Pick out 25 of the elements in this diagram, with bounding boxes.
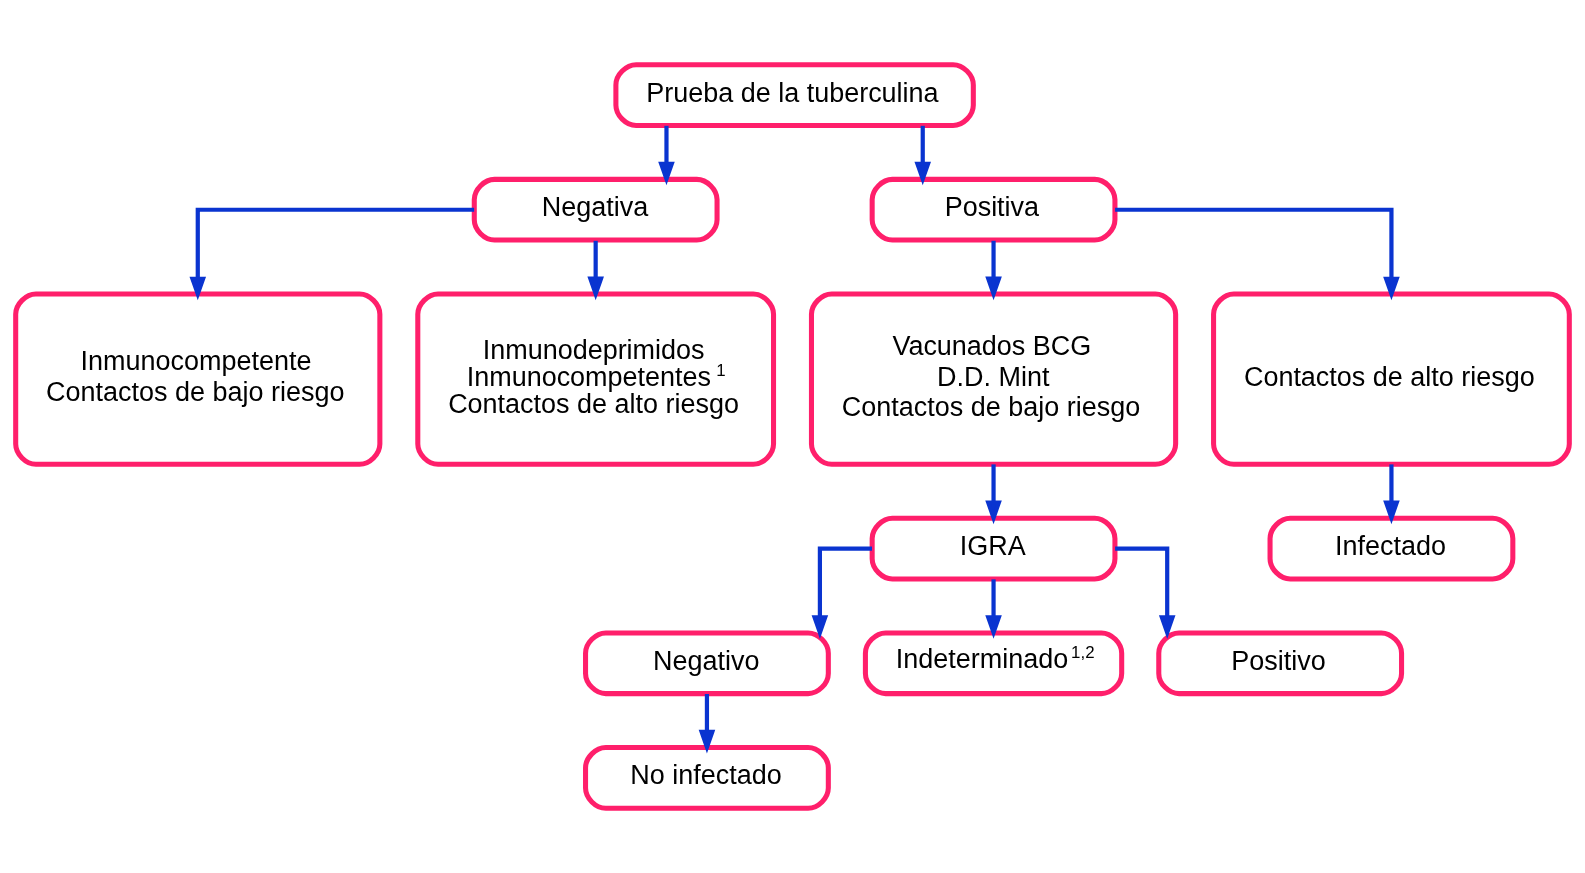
arrow: [985, 240, 1002, 301]
node-box: Infectado: [1267, 515, 1516, 582]
arrow: [1115, 207, 1400, 301]
arrow: [985, 579, 1002, 639]
arrow: [698, 694, 716, 754]
arrow: [1115, 546, 1176, 639]
node-box: Inmunocompetente Contactos de bajo riesgo: [13, 291, 383, 467]
node-box: Prueba de la tuberculina: [613, 62, 976, 128]
node-box: Negativo: [583, 630, 831, 697]
node-box: Inmunodeprimidos Inmunocompetentes$^{1}$ Contactos de alto riesgo: [415, 291, 777, 467]
node-box: Positiva: [869, 176, 1118, 243]
arrow: [811, 546, 872, 639]
node-box: No infectado: [583, 745, 831, 811]
node-box: Contactos de alto riesgo: [1211, 291, 1572, 467]
arrow: [1383, 464, 1400, 525]
node-box: Positivo: [1156, 630, 1405, 697]
arrow: [658, 125, 675, 186]
node-box: Indeterminado$^{1,2}$: [862, 630, 1125, 697]
arrow: [985, 464, 1002, 525]
node-box: Negativa: [471, 176, 720, 243]
node-box: Vacunados BCG D.D. Mint Contactos de bajo riesgo: [808, 291, 1179, 467]
node-box: IGRA: [869, 515, 1118, 582]
arrow: [189, 207, 475, 301]
arrow: [914, 125, 931, 186]
arrow: [587, 240, 604, 301]
